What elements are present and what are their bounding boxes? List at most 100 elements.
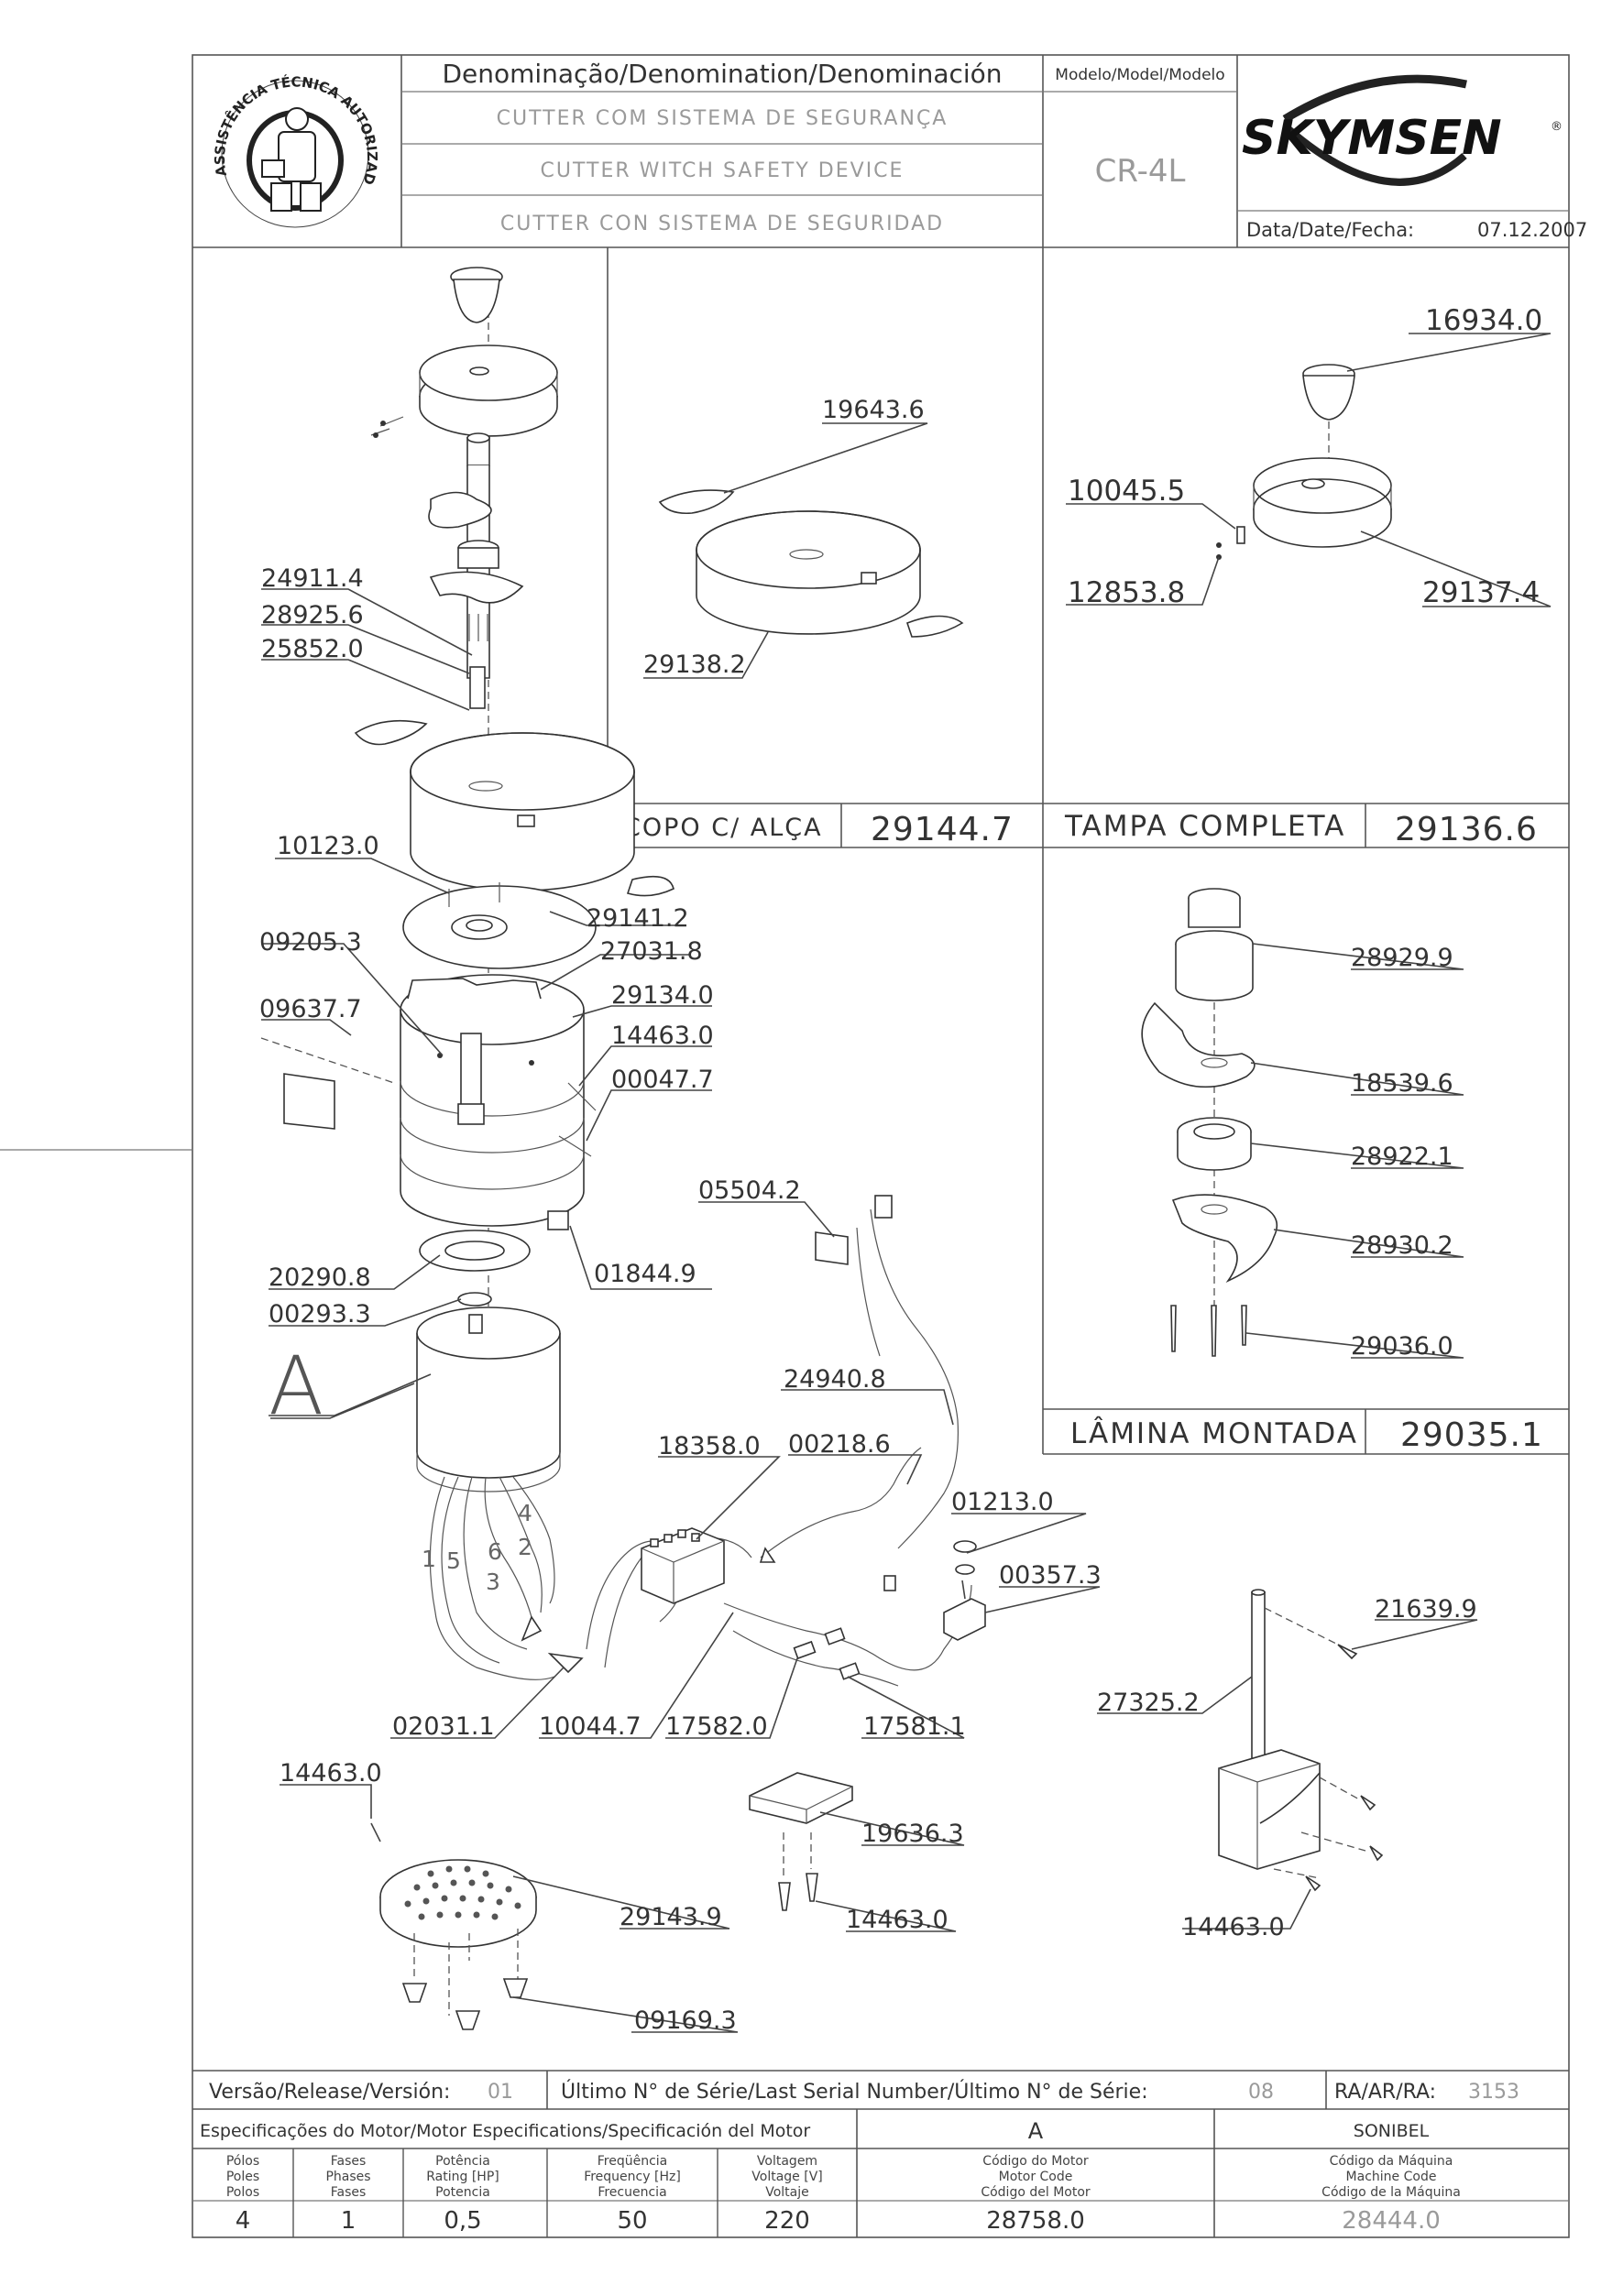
label-09205: 09205.3: [259, 928, 362, 957]
label-02031: 02031.1: [392, 1712, 495, 1741]
tampa-assembly-view: [1216, 364, 1392, 560]
model-label: Modelo/Model/Modelo: [1055, 66, 1224, 84]
terminal-block-part: [641, 1527, 725, 1604]
lamina-code: 29035.1: [1400, 1416, 1543, 1454]
motor-flange-part: [419, 1230, 531, 1307]
stand-part: [1218, 1589, 1384, 1892]
svg-text:Voltage [V]: Voltage [V]: [751, 2170, 822, 2184]
authorized-service-stamp: ASSISTÊNCIA TÉCNICA AUTORIZADA: [0, 0, 380, 228]
svg-text:Frequency [Hz]: Frequency [Hz]: [584, 2170, 681, 2184]
label-18539: 18539.6: [1351, 1069, 1453, 1098]
part-labels: 24911.4 28925.6 25852.0 10123.0 29141.2 …: [259, 304, 1542, 2035]
motor-ref-value: A: [1028, 2118, 1044, 2144]
label-09637: 09637.7: [259, 995, 362, 1023]
panel-titles: COPO C/ ALÇA 29144.7 TAMPA COMPLETA 2913…: [623, 810, 1543, 1454]
label-21639: 21639.9: [1375, 1595, 1477, 1624]
leader-lines: [261, 333, 1552, 2033]
svg-text:Poles: Poles: [226, 2170, 259, 2184]
copo-code: 29144.7: [871, 811, 1014, 848]
svg-text:Phases: Phases: [325, 2170, 370, 2184]
svg-text:Freqüência: Freqüência: [598, 2154, 668, 2169]
svg-text:Código de la Máquina: Código de la Máquina: [1321, 2185, 1461, 2200]
date-value: 07.12.2007: [1477, 219, 1587, 241]
spec-column-headers: Pólos Poles Polos Fases Phases Fases Pot…: [226, 2154, 1461, 2200]
voltage-value: 220: [764, 2207, 810, 2235]
label-29036: 29036.0: [1351, 1332, 1453, 1361]
label-10123: 10123.0: [277, 832, 379, 860]
name-portuguese: CUTTER COM SISTEMA DE SEGURANÇA: [497, 107, 949, 130]
label-00293: 00293.3: [269, 1300, 371, 1328]
svg-text:Potência: Potência: [435, 2154, 490, 2169]
label-01844: 01844.9: [594, 1260, 696, 1288]
svg-text:Fases: Fases: [331, 2154, 367, 2169]
label-16934: 16934.0: [1425, 304, 1542, 337]
switch-part: [943, 1540, 986, 1641]
power-value: 0,5: [444, 2207, 481, 2235]
label-20290: 20290.8: [269, 1263, 371, 1292]
microswitch-part: [815, 1195, 893, 1265]
lamina-assembly-view: [1141, 888, 1278, 1357]
title-block: Denominação/Denomination/Denominación CU…: [0, 0, 1587, 241]
copo-title: COPO C/ ALÇA: [623, 814, 823, 842]
bowl-part: [354, 719, 674, 897]
label-12853: 12853.8: [1068, 576, 1185, 609]
motor-ref-letter: A: [269, 1339, 324, 1433]
lamina-title: LÂMINA MONTADA: [1070, 1417, 1358, 1450]
label-00218: 00218.6: [788, 1430, 891, 1459]
svg-text:Código do Motor: Código do Motor: [982, 2154, 1089, 2169]
label-14463-a: 14463.0: [611, 1022, 714, 1050]
motor-code-value: 28758.0: [986, 2207, 1085, 2235]
label-28925: 28925.6: [261, 601, 364, 629]
wire-connectors-part: [793, 1575, 896, 1680]
label-28922: 28922.1: [1351, 1143, 1453, 1171]
label-29138: 29138.2: [643, 651, 746, 679]
label-00357: 00357.3: [999, 1561, 1102, 1590]
label-18358: 18358.0: [658, 1432, 761, 1460]
spec-column-values: 4 1 0,5 50 220 28758.0 28444.0: [236, 2207, 1441, 2235]
housing-part: [400, 974, 597, 1230]
motor-spec-label: Especificações do Motor/Motor Especifica…: [200, 2121, 810, 2141]
svg-text:Machine Code: Machine Code: [1346, 2170, 1437, 2184]
poles-value: 4: [236, 2207, 251, 2235]
label-19636: 19636.3: [861, 1820, 964, 1848]
brand-name: SKYMSEN: [1242, 111, 1502, 166]
tampa-title: TAMPA COMPLETA: [1064, 810, 1345, 843]
wire-number-1: 1: [422, 1546, 436, 1572]
wire-number-2: 2: [518, 1534, 532, 1560]
serial-value: 08: [1248, 2081, 1274, 2104]
wire-number-4: 4: [518, 1500, 532, 1526]
svg-text:Motor Code: Motor Code: [999, 2170, 1073, 2184]
svg-text:Código del Motor: Código del Motor: [981, 2185, 1091, 2200]
blade-shaft-part: [428, 432, 524, 709]
label-27031: 27031.8: [600, 937, 703, 966]
svg-text:Potencia: Potencia: [435, 2185, 490, 2200]
tampa-code: 29136.6: [1395, 811, 1538, 848]
svg-text:Voltagem: Voltagem: [757, 2154, 817, 2169]
skymsen-logo: SKYMSEN ®: [1242, 74, 1563, 186]
name-spanish: CUTTER CON SISTEMA DE SEGURIDAD: [500, 213, 944, 235]
svg-text:®: ®: [1551, 120, 1563, 134]
label-25852: 25852.0: [261, 635, 364, 663]
coupling-plate-part: [402, 882, 597, 969]
label-00047: 00047.7: [611, 1066, 714, 1094]
phases-value: 1: [341, 2207, 356, 2235]
version-value: 01: [488, 2081, 513, 2104]
bracket-part: [749, 1772, 853, 1911]
wire-number-3: 3: [486, 1569, 500, 1595]
label-09169: 09169.3: [634, 2006, 737, 2035]
label-19643: 19643.6: [822, 396, 925, 424]
label-24911: 24911.4: [261, 564, 364, 593]
label-14463-b: 14463.0: [280, 1759, 382, 1788]
label-29141: 29141.2: [587, 904, 689, 933]
lid-knob-part: [450, 267, 503, 323]
label-plate-part: [260, 1037, 395, 1130]
svg-text:Fases: Fases: [331, 2185, 367, 2200]
label-24940: 24940.8: [784, 1365, 886, 1394]
name-english: CUTTER WITCH SAFETY DEVICE: [541, 159, 905, 182]
label-05504: 05504.2: [698, 1176, 801, 1205]
wire-number-5: 5: [446, 1547, 461, 1574]
label-14463-c: 14463.0: [846, 1906, 949, 1934]
svg-text:Rating [HP]: Rating [HP]: [426, 2170, 499, 2184]
maker-name: SONIBEL: [1354, 2121, 1430, 2141]
label-17582: 17582.0: [665, 1712, 768, 1741]
